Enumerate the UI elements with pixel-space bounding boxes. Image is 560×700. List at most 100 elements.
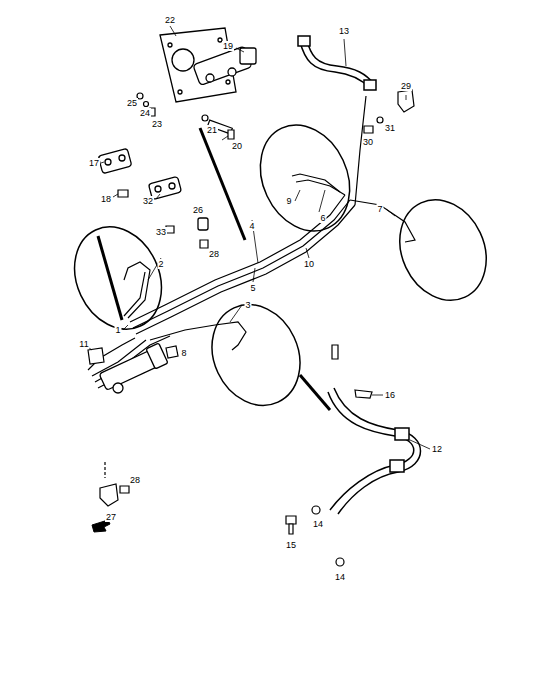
proportioning-valve (240, 48, 256, 64)
callout-number: 27 (105, 512, 117, 522)
callout-number: 4 (248, 221, 255, 231)
clip (88, 90, 414, 506)
callout-number: 15 (285, 540, 297, 550)
brake-pipe (296, 180, 345, 195)
brake-pipe (292, 174, 340, 192)
leader-line (156, 194, 160, 199)
master-cylinder (99, 343, 168, 393)
callout-number: 26 (192, 205, 204, 215)
callout-number: 24 (139, 108, 151, 118)
callout-number: 21 (206, 125, 218, 135)
location-line (98, 236, 122, 320)
callout-number: 14 (334, 572, 346, 582)
union-block (155, 186, 161, 192)
leader-line (319, 190, 325, 212)
location-line (300, 375, 330, 410)
leader-line (170, 26, 176, 36)
brake-pipe (133, 200, 350, 328)
leader-line (113, 194, 118, 197)
brake-hose (395, 428, 409, 440)
callout-number: 3 (244, 300, 251, 310)
callout-number: 17 (88, 158, 100, 168)
callout-number: 13 (338, 26, 350, 36)
wheel (384, 186, 502, 315)
leader-line (410, 440, 430, 449)
proportioning-valve (178, 90, 182, 94)
callout-number: 25 (126, 98, 138, 108)
leader-line (222, 136, 228, 140)
wheel (58, 213, 177, 344)
brake-hose (328, 392, 414, 510)
proportioning-valve (206, 74, 214, 82)
clip (166, 346, 178, 358)
brake-hose (334, 388, 421, 514)
callout-number: 16 (384, 390, 396, 400)
leader-line (406, 95, 407, 100)
callout-number: 1 (114, 325, 121, 335)
master-cylinder (146, 343, 168, 369)
brake-hose (298, 36, 421, 514)
bolt (118, 190, 128, 197)
callout-number: 9 (285, 196, 292, 206)
union-block (105, 159, 111, 165)
brake-pipe (150, 322, 246, 350)
leader-line (344, 39, 346, 66)
bolt (377, 117, 383, 123)
callout-number: 33 (155, 227, 167, 237)
leader-line (372, 395, 383, 396)
callout-number: 31 (384, 123, 396, 133)
leader-line (236, 48, 244, 52)
callout-number: 18 (100, 194, 112, 204)
union-block (98, 148, 208, 230)
callout-number: 30 (362, 137, 374, 147)
proportioning-valve (172, 49, 194, 71)
leader-line (386, 209, 395, 216)
brake-pipe (355, 96, 366, 205)
callout-number: 7 (376, 204, 383, 214)
clip (100, 484, 118, 506)
union-block (98, 148, 132, 173)
bolt (332, 345, 338, 359)
leader-line (123, 325, 128, 330)
brake-hose (298, 36, 310, 46)
bolt (364, 126, 373, 133)
callout-number: 6 (319, 213, 326, 223)
wheel (58, 110, 502, 419)
bolt (202, 115, 208, 121)
proportioning-valve (168, 43, 172, 47)
brake-pipe (130, 195, 345, 322)
proportioning-valve (228, 68, 236, 76)
leader-line (89, 26, 430, 449)
brake-hose (364, 80, 376, 90)
callout-number: 20 (231, 141, 243, 151)
clip (355, 390, 372, 398)
leader-line (230, 305, 242, 322)
proportioning-valve (193, 46, 252, 85)
bolt (228, 130, 234, 139)
callout-number: 5 (249, 283, 256, 293)
callout-number: 2 (157, 259, 164, 269)
callout-number: 11 (78, 339, 89, 349)
bolt (120, 486, 129, 493)
clip (88, 348, 104, 364)
proportioning-valve (160, 28, 256, 102)
callout-number: 22 (164, 15, 176, 25)
callout-number: 12 (431, 444, 443, 454)
brake-pipe (350, 200, 415, 242)
bolt (166, 226, 174, 233)
clip (398, 90, 414, 112)
bolt (289, 524, 293, 534)
brake-pipe (124, 262, 150, 318)
bolt (286, 516, 296, 524)
union-block (119, 155, 125, 161)
brake-pipe (136, 205, 355, 334)
callout-number: 29 (400, 81, 412, 91)
callout-number: 10 (303, 259, 315, 269)
wheel (196, 290, 316, 420)
bolt (200, 240, 208, 248)
union-block (198, 218, 208, 230)
brake-pipe (124, 272, 145, 316)
